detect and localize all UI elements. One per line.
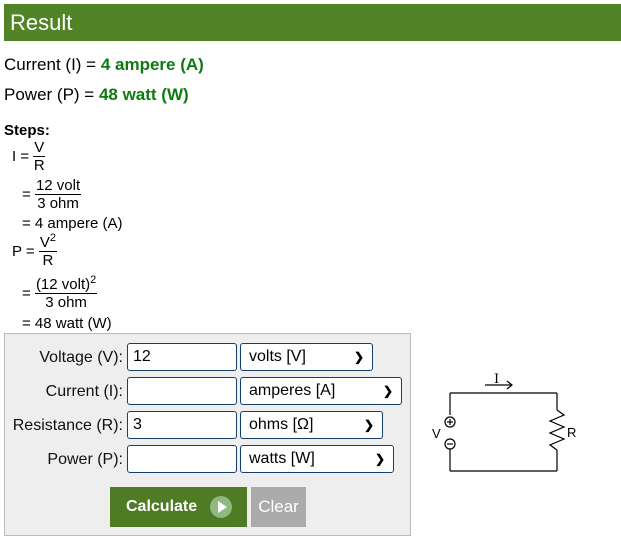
circuit-wires <box>444 380 566 472</box>
power-input[interactable] <box>127 445 237 473</box>
step-current-result: = 4 ampere (A) <box>22 215 123 232</box>
power-label: Power (P): <box>47 451 123 468</box>
result-power-label: Power (P) = <box>4 85 99 104</box>
current-input[interactable] <box>127 377 237 405</box>
power-unit-value: watts [W] <box>249 450 315 467</box>
numerator: 12 volt <box>34 177 82 195</box>
denominator: R <box>33 157 45 174</box>
resistor-icon <box>548 409 566 451</box>
result-current-label: Current (I) = <box>4 55 101 74</box>
result-power-value: 48 watt (W) <box>98 85 189 104</box>
current-unit-value: amperes [A] <box>249 382 336 399</box>
steps-title: Steps: <box>4 122 50 139</box>
current-row: Current (I): amperes [A] ❯ <box>5 377 405 407</box>
play-icon <box>210 496 232 518</box>
denominator: R <box>42 252 54 269</box>
chevron-down-icon: ❯ <box>363 418 374 432</box>
numerator: V <box>33 139 46 157</box>
result-current: Current (I) = 4 ampere (A) <box>4 55 204 75</box>
resistance-label: Resistance (R): <box>12 417 123 434</box>
power-unit-select[interactable]: watts [W] ❯ <box>240 445 394 473</box>
calculate-button[interactable]: Calculate <box>110 487 247 527</box>
chevron-down-icon: ❯ <box>382 384 393 398</box>
power-row: Power (P): watts [W] ❯ <box>5 445 405 475</box>
step-current-lhs: I = <box>12 147 34 165</box>
result-header: Result <box>4 4 621 41</box>
voltage-label: Voltage (V): <box>39 349 123 366</box>
resistance-unit-select[interactable]: ohms [Ω] ❯ <box>240 411 383 439</box>
exponent: 2 <box>49 232 56 244</box>
voltage-input[interactable] <box>127 343 237 371</box>
current-label: Current (I): <box>45 383 123 400</box>
voltage-unit-select[interactable]: volts [V] ❯ <box>240 343 373 371</box>
numerator-base: (12 volt) <box>35 276 91 293</box>
voltage-label: V <box>432 426 441 441</box>
result-power: Power (P) = 48 watt (W) <box>4 85 189 105</box>
numerator-base: V <box>39 234 50 251</box>
chevron-down-icon: ❯ <box>374 452 385 466</box>
resistance-input[interactable] <box>127 411 237 439</box>
result-title: Result <box>10 10 73 35</box>
chevron-down-icon: ❯ <box>353 350 364 364</box>
resistance-unit-value: ohms [Ω] <box>249 416 314 433</box>
step-power-result: = 48 watt (W) <box>22 315 112 332</box>
result-current-value: 4 ampere (A) <box>100 55 204 74</box>
equals-sign: = <box>22 185 35 203</box>
current-unit-select[interactable]: amperes [A] ❯ <box>240 377 402 405</box>
numerator: (12 volt)2 <box>34 274 98 294</box>
resistor-label: R <box>567 425 576 440</box>
voltage-row: Voltage (V): volts [V] ❯ <box>5 343 405 373</box>
denominator: 3 ohm <box>37 195 79 212</box>
current-arrow-head <box>506 380 513 390</box>
exponent: 2 <box>90 274 97 286</box>
numerator: V2 <box>38 232 57 252</box>
clear-button[interactable]: Clear <box>251 487 306 527</box>
calculate-label: Calculate <box>126 498 198 515</box>
denominator: 3 ohm <box>45 294 87 311</box>
voltage-unit-value: volts [V] <box>249 348 306 365</box>
circuit-diagram: I V R <box>432 372 576 472</box>
calculator-form: Voltage (V): volts [V] ❯ Current (I): am… <box>4 333 411 536</box>
equals-sign: = <box>22 284 35 302</box>
current-label: I <box>494 372 499 387</box>
step-power-lhs: P = <box>12 242 39 260</box>
plus-terminal-icon <box>444 416 456 428</box>
resistance-row: Resistance (R): ohms [Ω] ❯ <box>5 411 405 441</box>
